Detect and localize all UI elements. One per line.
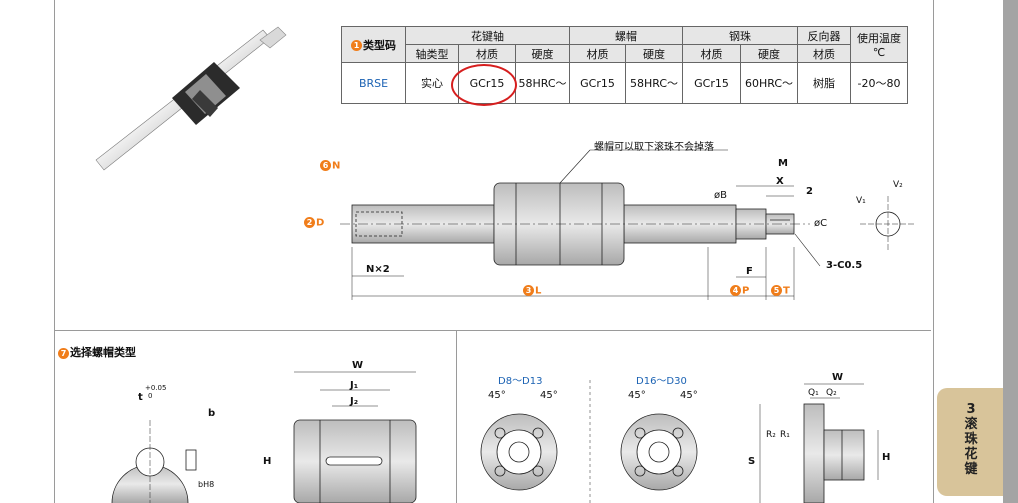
temp-header-line1: 使用温度 [857,32,901,45]
label-s: S [748,456,756,467]
table-cell-type-code: BRSE [341,62,406,104]
label-2: 2 [806,186,813,197]
label-chamfer: 3-C0.5 [826,260,863,271]
label-n-text: N [332,160,341,172]
type-code-header-text: 类型码 [363,38,396,52]
label-bh8: bH8 [198,480,215,489]
label-p-text: P [742,285,750,297]
sub-header: 材质 [458,44,516,63]
label-t2: t [138,392,143,403]
note-nut: 螺帽可以取下滚珠不会掉落 [594,142,714,153]
label-v1: V₁ [856,196,866,206]
angle-4: 45° [680,390,698,401]
chapter-char: 滚 [964,417,978,432]
range-d8-d13: D8～D13 [498,376,543,387]
table-cell: GCr15 [569,62,626,104]
table-cell: 60HRC～ [740,62,798,104]
highlight-ellipse [451,64,517,106]
label-h: H [263,456,272,467]
label-n2: N×2 [366,264,390,275]
sub-header: 硬度 [625,44,683,63]
label-m: M [778,158,788,169]
label-x: X [776,176,784,187]
group-header-nut: 螺帽 [569,26,683,45]
table-cell: GCr15 [682,62,741,104]
angle-1: 45° [488,390,506,401]
sub-header: 材质 [797,44,851,63]
product-photo [95,26,287,171]
label-w: W [352,360,364,371]
temp-header: 使用温度 ℃ [850,26,908,63]
section-title-text: 选择螺帽类型 [70,346,136,359]
label-w2: W [832,372,844,383]
angle-3: 45° [628,390,646,401]
nut-drawings [111,371,879,503]
table-subheader-row: 轴类型 材质 硬度 材质 硬度 材质 硬度 材质 [342,44,908,63]
angle-2: 45° [540,390,558,401]
chapter-tab-label: 3 滚 珠 花 键 [956,402,986,477]
label-r2: R₂ [766,430,776,440]
table-row: BRSE 实心 GCr15 58HRC～ GCr15 58HRC～ GCr15 … [341,62,908,104]
chapter-number: 3 [966,402,976,417]
label-r1: R₁ [780,430,790,440]
label-q2: Q₂ [826,388,837,398]
badge-3: 3 [523,285,534,296]
table-cell: 58HRC～ [515,62,570,104]
right-edge-bar [1003,0,1018,503]
section-divider [55,330,931,331]
badge-6: 6 [320,160,331,171]
sub-header: 硬度 [515,44,570,63]
chapter-char: 花 [964,447,978,462]
label-l-text: L [535,285,542,297]
label-j1: J₁ [350,380,359,391]
label-b2: b [208,408,216,419]
sub-header: 硬度 [740,44,798,63]
group-header-reverser: 反向器 [797,26,851,45]
tol-bottom: 0 [148,392,153,400]
label-f: F [746,266,753,277]
table-cell: -20～80 [850,62,908,104]
page-frame [54,0,934,503]
label-h2: H [882,452,891,463]
table-cell: 实心 [405,62,459,104]
temp-header-line2: ℃ [872,46,886,59]
sub-header: 材质 [569,44,626,63]
table-cell: 58HRC～ [625,62,683,104]
chapter-tab[interactable] [937,388,1003,496]
badge-5: 5 [771,285,782,296]
label-j2: J₂ [350,396,359,407]
tol-top: +0.05 [145,384,167,392]
label-b: øB [714,190,727,201]
badge-1: 1 [351,40,362,51]
group-header-shaft: 花键轴 [405,26,570,45]
label-c: øC [814,218,828,229]
label-d-text: D [316,217,325,229]
sub-header: 轴类型 [405,44,459,63]
badge-7: 7 [58,347,69,359]
badge-4: 4 [730,285,741,296]
badge-2: 2 [304,217,315,228]
chapter-char: 键 [964,462,978,477]
shaft-drawing [340,149,915,300]
label-t-text: T [783,285,790,297]
group-header-ball: 钢珠 [682,26,798,45]
label-v2: V₂ [893,180,903,190]
chapter-char: 珠 [964,432,978,447]
sub-header: 材质 [682,44,741,63]
table-cell: 树脂 [797,62,851,104]
range-d16-d30: D16～D30 [636,376,687,387]
label-q1: Q₁ [808,388,819,398]
column-divider [456,330,457,503]
